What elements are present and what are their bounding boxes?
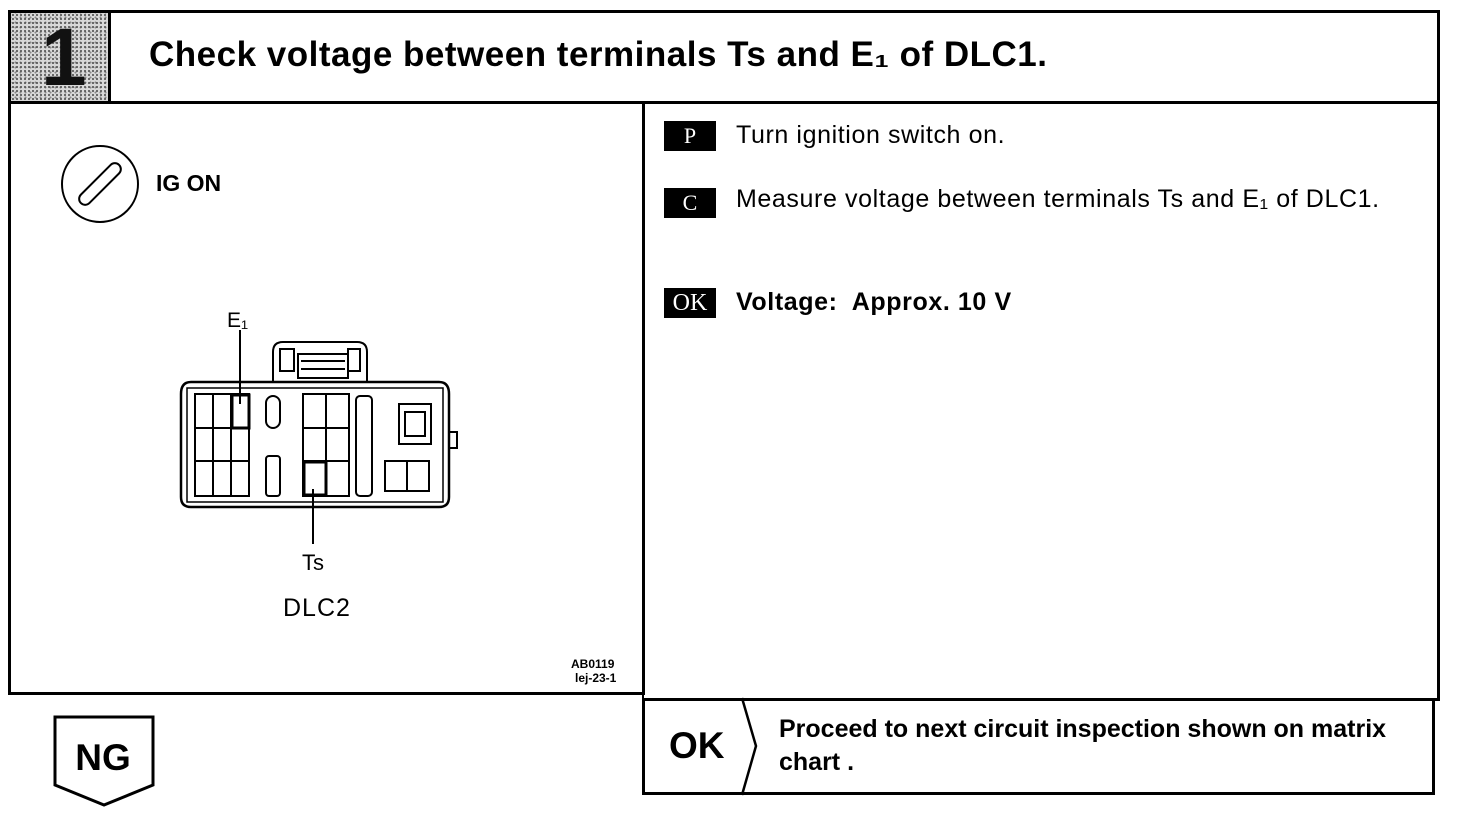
check-badge: C — [664, 188, 716, 218]
step-number-box: 1 — [11, 13, 111, 102]
ng-result-box: NG — [53, 715, 155, 807]
ng-result-label: NG — [75, 737, 131, 778]
ts-terminal-label: Ts — [302, 550, 324, 575]
ok-badge: OK — [664, 288, 716, 318]
prepare-badge: P — [664, 121, 716, 151]
dlc2-connector-diagram — [179, 330, 458, 544]
ok-chevron — [740, 697, 758, 796]
ok-result-text: Proceed to next circuit inspection shown… — [779, 715, 1387, 776]
instructions-panel: P Turn ignition switch on. C Measure vol… — [642, 101, 1440, 701]
step-header: 1 Check voltage between terminals Ts and… — [8, 10, 1440, 104]
ok-result-box: OK Proceed to next circuit inspection sh… — [642, 697, 1435, 796]
step-number: 1 — [41, 12, 87, 103]
ok-condition-text: Voltage: Approx. 10 V — [736, 288, 1012, 316]
instruction-text: Turn ignition switch on. — [736, 121, 1006, 149]
ok-result-label: OK — [669, 725, 725, 766]
ignition-key-icon — [61, 145, 139, 223]
ng-arrow-shape — [53, 715, 155, 807]
instruction-text: Measure voltage between terminals Ts and… — [736, 185, 1380, 213]
illustration-panel: IG ON E₁ — [8, 101, 645, 695]
e1-terminal-label: E₁ — [227, 309, 249, 332]
dlc2-label: DLC2 — [283, 594, 351, 622]
ig-on-label: IG ON — [156, 170, 222, 196]
figure-subcode: lej-23-1 — [575, 671, 617, 685]
step-title: Check voltage between terminals Ts and E… — [149, 35, 1048, 74]
figure-code: AB0119 — [571, 657, 615, 671]
